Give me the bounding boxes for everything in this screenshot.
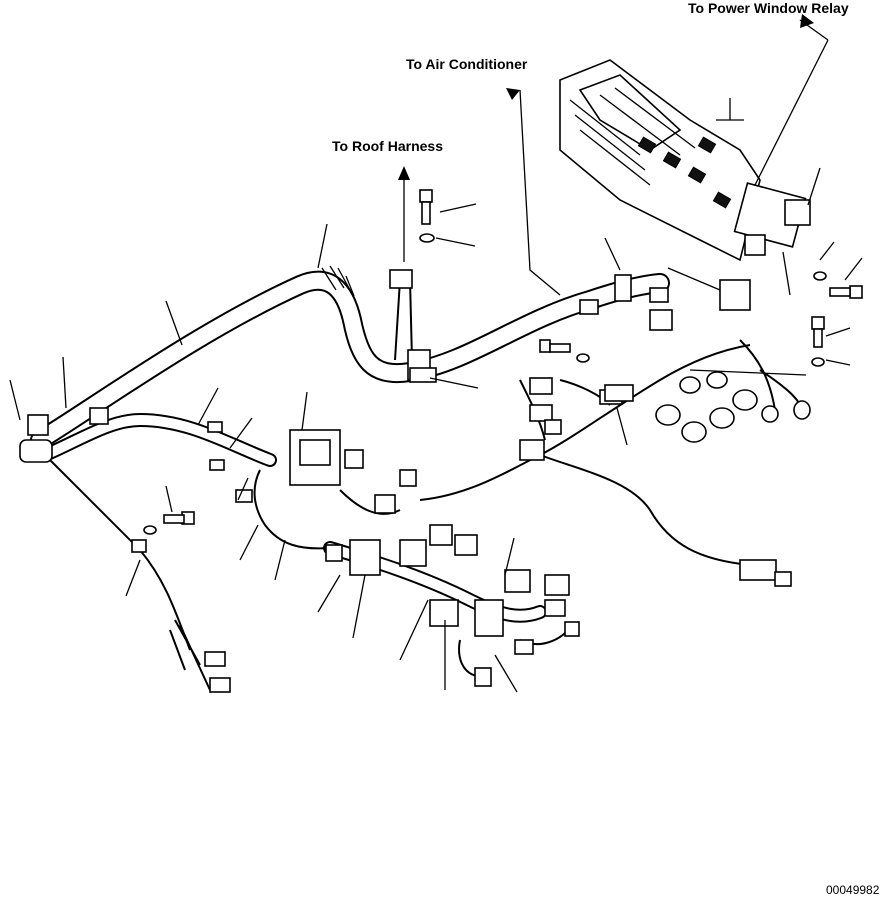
connector-clusters — [19, 269, 792, 693]
clamps — [207, 367, 634, 471]
label-roof-harness: To Roof Harness — [332, 138, 443, 154]
arrow-heads — [398, 14, 814, 180]
label-power-window-relay: To Power Window Relay — [688, 0, 849, 16]
leader-lines — [9, 19, 863, 693]
label-air-conditioner: To Air Conditioner — [406, 56, 528, 72]
grommets — [655, 371, 811, 443]
fuse-box — [559, 59, 811, 262]
bolts-and-washers — [131, 189, 863, 553]
drawing-code: 00049982 — [826, 883, 880, 897]
harness-wires — [49, 279, 806, 691]
